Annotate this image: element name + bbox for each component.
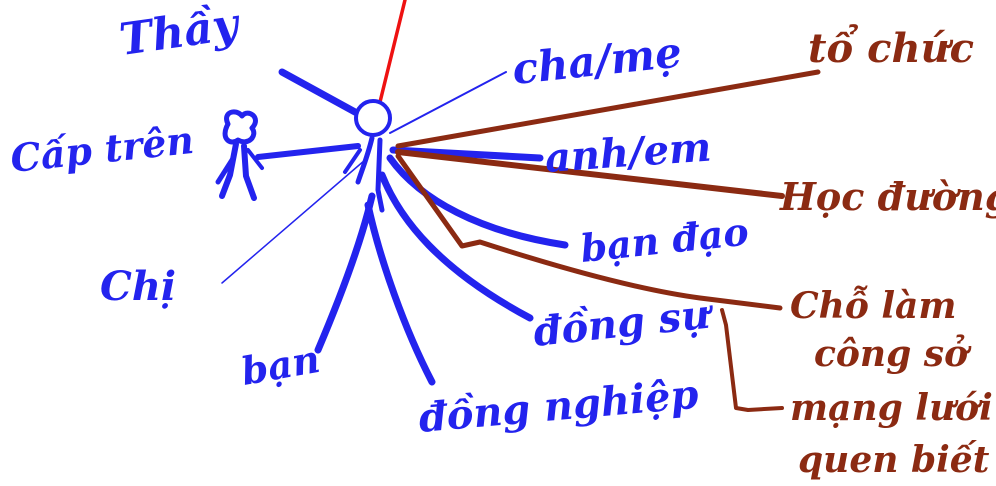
label-cho-lam: Chỗ làm (790, 285, 956, 327)
label-chi: Chị (100, 263, 176, 310)
red-line (380, 0, 405, 102)
label-dong-su: đồng sự (531, 290, 716, 356)
label-ban: bạn (238, 336, 323, 394)
blue-connections (222, 72, 565, 382)
superior-person-figure (218, 112, 262, 198)
label-mang-luoi: mạng lưới (790, 387, 993, 429)
label-anh-em: anh/em (543, 123, 712, 181)
label-quen-biet: quen biết (798, 439, 990, 481)
label-ban-dao: bạn đạo (578, 209, 750, 271)
label-hoc-duong: Học đường (779, 174, 996, 219)
label-dong-nghiep: đồng nghiệp (417, 371, 700, 442)
label-thay: Thầy (116, 0, 244, 66)
label-cha-me: cha/mẹ (510, 27, 684, 93)
label-cong-so: công sở (814, 333, 972, 375)
central-person-figure (345, 101, 390, 210)
label-to-chuc: tổ chức (808, 25, 974, 72)
label-cap-tren: Cấp trên (8, 117, 196, 181)
